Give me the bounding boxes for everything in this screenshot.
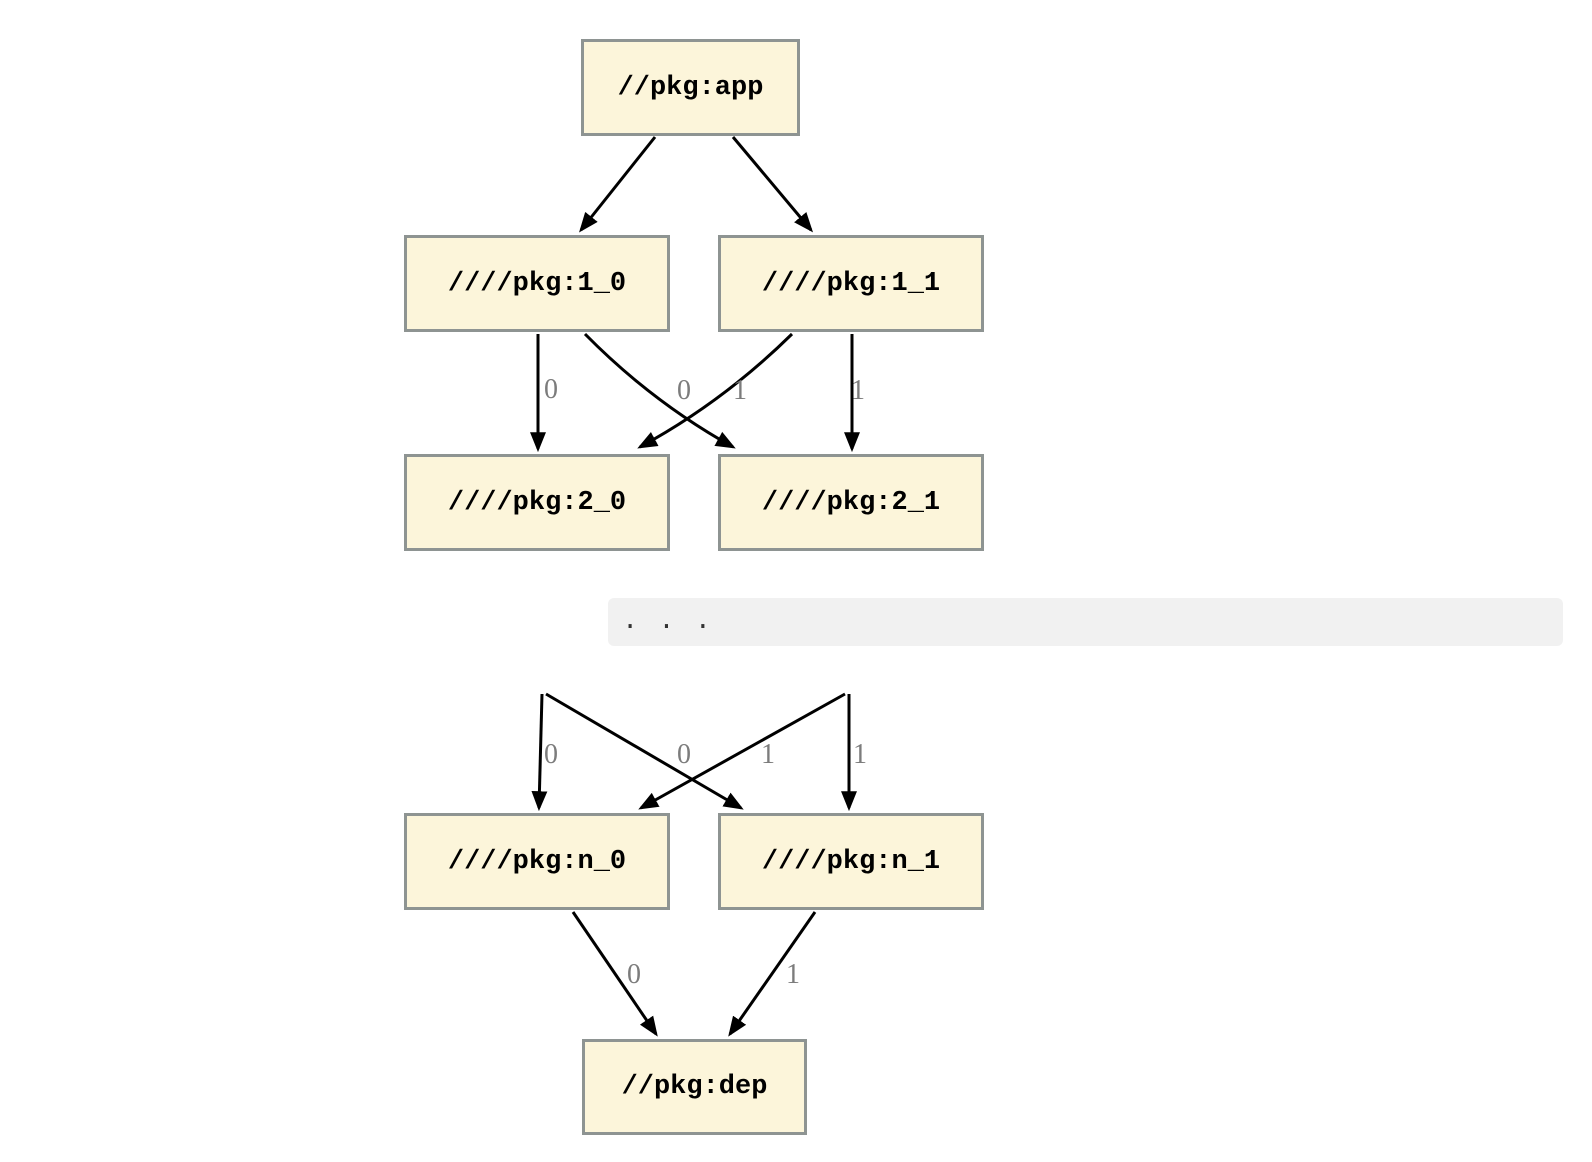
edge-n_0-to-dep (571, 911, 658, 1037)
edge-label-prev0-n_0: 0 (544, 739, 558, 770)
node-pkg-1_0: ////pkg:1_0 (404, 235, 670, 332)
edge-label-n_1-dep: 1 (786, 959, 800, 990)
edge-label-prev1-n_1: 1 (853, 739, 867, 770)
node-pkg-n_1: ////pkg:n_1 (718, 813, 984, 910)
edge-n_1-to-dep (728, 911, 817, 1037)
edge-label-prev0-n_1: 0 (677, 739, 691, 770)
edge-label-n_0-dep: 0 (627, 959, 641, 990)
node-pkg-dep: //pkg:dep (582, 1039, 807, 1135)
edge-app-to-1_1 (731, 136, 814, 233)
edge-label-prev1-n_0: 1 (761, 739, 775, 770)
edge-app-to-1_0 (579, 136, 657, 233)
node-pkg-n_0: ////pkg:n_0 (404, 813, 670, 910)
node-pkg-1_1: ////pkg:1_1 (718, 235, 984, 332)
edge-label-1_0-2_1: 0 (677, 375, 691, 406)
edge-label-1_1-2_0: 1 (733, 375, 747, 406)
edge-label-1_0-2_0: 0 (544, 374, 558, 405)
edge-1_0-to-2_1 (583, 332, 736, 449)
node-pkg-app: //pkg:app (581, 39, 800, 136)
edge-ellipsis-to-n_1-cross (545, 692, 744, 810)
edge-1_1-to-2_0 (637, 332, 794, 449)
edge-label-1_1-2_1: 1 (851, 375, 865, 406)
ellipsis-code-block: . . . (608, 598, 1563, 646)
edge-ellipsis-to-n_0-cross (638, 692, 846, 810)
ellipsis-text: . . . (622, 607, 714, 637)
edge-ellipsis-to-n_0-straight (531, 693, 548, 812)
node-pkg-2_1: ////pkg:2_1 (718, 454, 984, 551)
node-pkg-2_0: ////pkg:2_0 (404, 454, 670, 551)
